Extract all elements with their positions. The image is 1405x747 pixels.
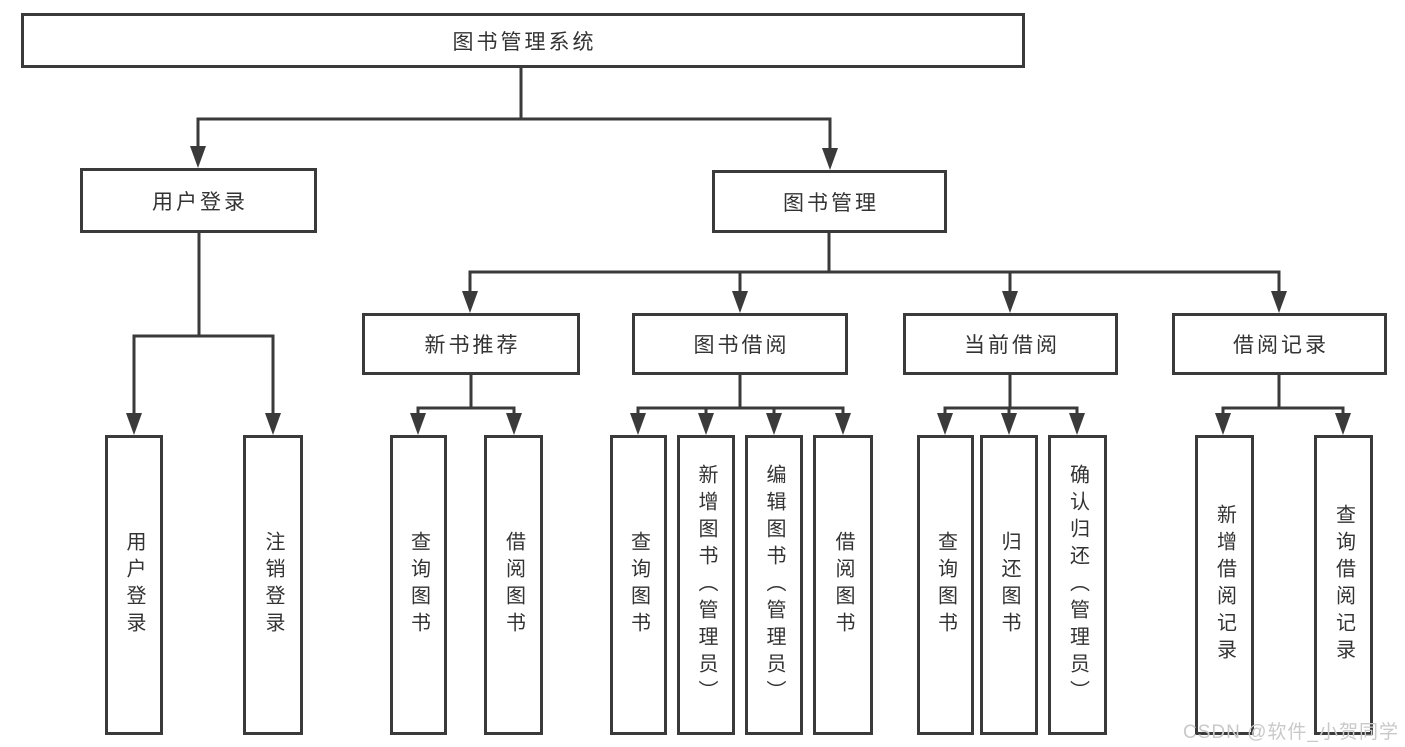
leaf-confirm-return-admin: 确认归还（管理员） [1048, 435, 1107, 735]
node-book-management: 图书管理 [712, 170, 947, 233]
leaf-query-books-borrow: 查询图书 [610, 435, 667, 735]
leaf-logout: 注销登录 [243, 435, 303, 735]
leaf-edit-books-admin: 编辑图书（管理员） [745, 435, 803, 735]
leaf-query-borrow-record: 查询借阅记录 [1314, 435, 1373, 735]
leaf-return-books: 归还图书 [980, 435, 1038, 735]
leaf-borrow-books-recommend: 借阅图书 [484, 435, 543, 735]
leaf-add-borrow-record: 新增借阅记录 [1195, 435, 1254, 735]
node-current-borrow: 当前借阅 [903, 313, 1118, 375]
csdn-watermark: CSDN @软件_小贺同学 [1183, 722, 1399, 743]
leaf-add-books-admin: 新增图书（管理员） [677, 435, 735, 735]
leaf-query-books-current: 查询图书 [917, 435, 974, 735]
node-root-system: 图书管理系统 [21, 13, 1025, 68]
node-borrow-records: 借阅记录 [1172, 313, 1387, 375]
leaf-borrow-books: 借阅图书 [813, 435, 873, 735]
node-new-book-recommend: 新书推荐 [362, 313, 580, 375]
node-book-borrow: 图书借阅 [632, 313, 848, 375]
node-user-login: 用户登录 [80, 168, 317, 233]
leaf-user-login: 用户登录 [105, 435, 163, 735]
leaf-query-books-recommend: 查询图书 [390, 435, 447, 735]
